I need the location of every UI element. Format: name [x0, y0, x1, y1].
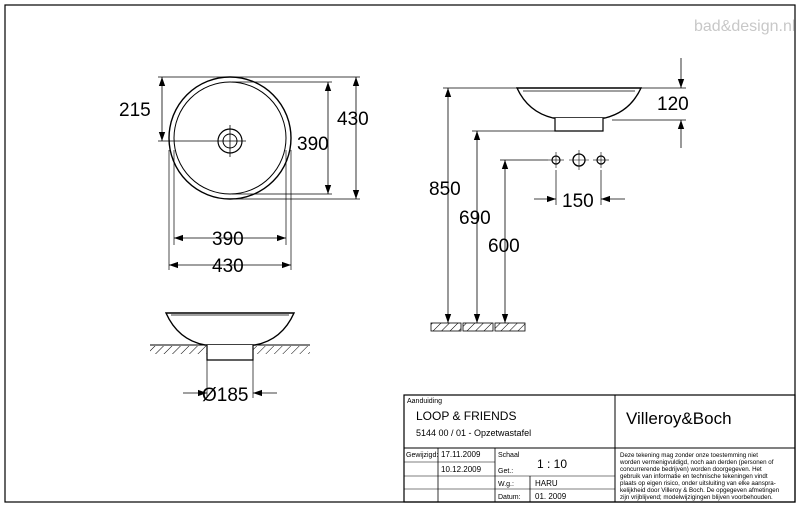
- section-view: [150, 312, 310, 398]
- brand-name: Villeroy&Boch: [626, 409, 732, 428]
- dim-390-horizontal-label: 390: [212, 229, 244, 250]
- dim-430-horizontal-label: 430: [212, 256, 244, 277]
- floor-block-3: [494, 322, 526, 332]
- getekend-label: Get.:: [498, 468, 513, 475]
- dim-185-label: Ø185: [202, 385, 248, 406]
- product-name: LOOP & FRIENDS: [416, 409, 516, 423]
- countertop-hatch-left: [150, 346, 208, 354]
- watermark-logo: bad&design.nl: [694, 18, 795, 35]
- dim-120-label: 120: [657, 94, 689, 115]
- countertop-hatch-right: [252, 346, 310, 354]
- top-view: [158, 76, 360, 270]
- dim-390-vertical-label: 390: [297, 134, 329, 155]
- svg-text:kelijkheid door Villeroy & Boc: kelijkheid door Villeroy & Boch. De opge…: [620, 487, 780, 494]
- dim-600-label: 600: [488, 236, 520, 257]
- gewijzigd-label: Gewijzigd:: [406, 452, 438, 459]
- basin-inner-circle: [173, 81, 287, 195]
- dim-430-vertical-label: 430: [337, 109, 369, 130]
- side-view: [430, 58, 686, 332]
- svg-text:concurrerende bedrijven) worde: concurrerende bedrijven) worden doorgege…: [620, 466, 762, 473]
- basin-outer-circle: [168, 76, 292, 200]
- svg-text:Deze tekening mag zonder onze: Deze tekening mag zonder onze toestemmin…: [620, 452, 758, 459]
- dim-215-label: 215: [119, 100, 151, 121]
- svg-text:gebruik van informatie en tech: gebruik van informatie en technische tek…: [620, 473, 768, 480]
- aanduiding-label: Aanduiding: [407, 398, 442, 405]
- floor-block-2: [462, 322, 494, 332]
- drawn-by: HARU: [535, 479, 558, 488]
- basin-side-profile: [515, 87, 643, 119]
- dim-690-label: 690: [459, 208, 491, 229]
- floor-block-1: [430, 322, 462, 332]
- svg-text:plaats op eigen risico, onder: plaats op eigen risico, onder uitsluitin…: [620, 480, 776, 487]
- scale-value: 1 : 10: [537, 457, 567, 471]
- date-2: 10.12.2009: [441, 465, 482, 474]
- drain-foot: [206, 345, 254, 361]
- datum-value: 01. 2009: [535, 492, 567, 501]
- date-1: 17.11.2009: [441, 450, 481, 459]
- disclaimer-text: Deze tekening mag zonder onze toestemmin…: [619, 452, 780, 501]
- basin-section-profile: [164, 312, 296, 346]
- drawing-border: [4, 4, 796, 503]
- product-code: 5144 00 / 01 - Opzetwastafel: [416, 428, 531, 438]
- datum-label: Datum:: [498, 494, 521, 501]
- schaal-label: Schaal: [498, 452, 520, 459]
- dim-150-label: 150: [562, 191, 594, 212]
- svg-text:zijn vrijblijvend; modelwijzig: zijn vrijblijvend; modelwijzigingen blij…: [620, 494, 773, 501]
- basin-side-foot: [554, 118, 604, 132]
- svg-text:worden vermenigvuldigd, noch a: worden vermenigvuldigd, noch aan derden …: [619, 459, 774, 466]
- dim-850-label: 850: [429, 179, 461, 200]
- title-block: [403, 394, 796, 503]
- wg-label: W.g.:: [498, 481, 514, 488]
